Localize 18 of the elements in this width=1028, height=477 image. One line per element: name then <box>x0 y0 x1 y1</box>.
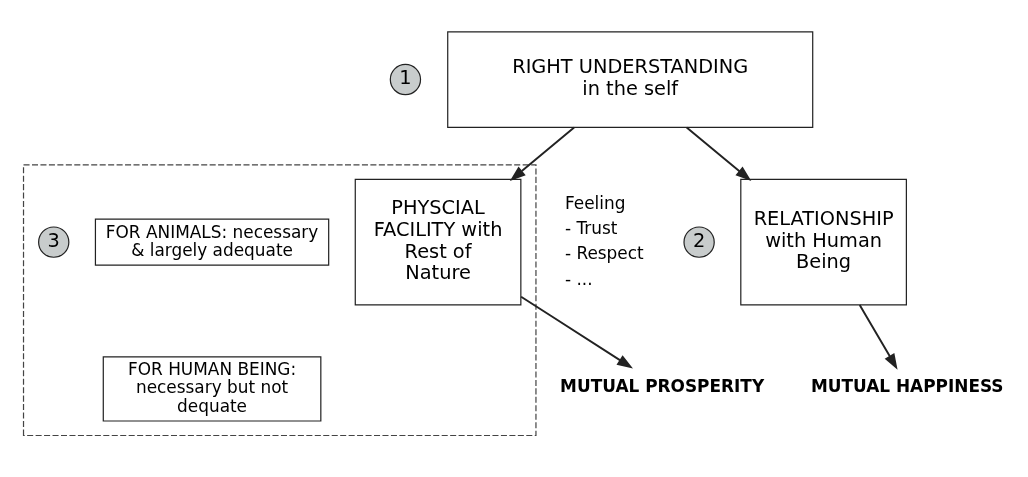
arrow <box>519 295 633 369</box>
label: Feeling <box>564 192 625 213</box>
arrow <box>858 304 898 370</box>
label: - Respect <box>564 243 644 264</box>
arrow <box>685 126 751 182</box>
node-box: FOR HUMAN BEING: necessary but not dequate <box>102 356 321 422</box>
node-text: MUTUAL HAPPINESS <box>810 376 1004 397</box>
node-box: FOR ANIMALS: necessary & largely adequate <box>94 218 329 266</box>
label: - ... <box>564 268 593 289</box>
node-circle: 1 <box>389 63 421 96</box>
arrow <box>509 126 575 182</box>
node-text: MUTUAL PROSPERITY <box>559 376 764 397</box>
node-box: RELATIONSHIP with Human Being <box>739 178 907 306</box>
node-box: PHYSCIAL FACILITY with Rest of Nature <box>354 178 521 306</box>
node-circle: 2 <box>682 226 715 258</box>
node-box: RIGHT UNDERSTANDING in the self <box>446 31 813 128</box>
node-circle: 3 <box>37 226 69 258</box>
label: - Trust <box>564 217 617 238</box>
